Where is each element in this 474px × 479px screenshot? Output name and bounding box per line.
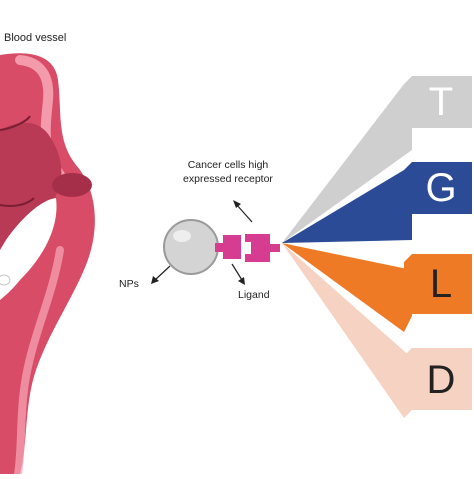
vessel-opening [52,173,92,197]
category-letter-d: D [426,358,456,402]
vessel-strand-1 [0,115,31,131]
ligand-block [223,235,241,259]
fan-ray-t [282,84,412,243]
ligand-stem [215,243,225,252]
nanoparticle [163,219,219,275]
category-fan [282,84,412,418]
arrow-ligand [231,263,243,281]
category-letter-g: G [425,166,457,210]
category-letter-t: T [428,80,454,124]
receptor [245,234,270,262]
category-boxes [404,76,472,418]
vessel-branch [0,122,62,250]
nps-label: NPs [119,278,139,290]
nanoparticle-shine [173,230,191,242]
fan-ray-d [282,243,412,418]
box-d [404,348,472,418]
cancer-receptor-label: Cancer cells high expressed receptor [183,159,273,185]
vessel-lower-highlight [14,246,64,478]
blood-vessel-illustration [0,53,95,478]
vessel-cell [0,274,11,286]
arrow-nps [154,265,171,281]
arrow-receptor-head [233,200,241,208]
arrow-nps-head [151,276,159,284]
arrow-receptor [235,203,253,223]
box-g [404,162,472,222]
vessel-strand-2 [0,197,35,208]
fan-ray-g [282,170,412,243]
box-l [404,254,472,322]
blood-vessel-label: Blood vessel [4,32,67,44]
vessel-inner-dark [0,198,57,300]
ligand-label: Ligand [238,289,270,301]
fan-ray-l [282,243,412,332]
nanoparticle-group [151,200,280,285]
box-t [404,76,472,136]
arrow-ligand-head [238,277,245,285]
category-letter-l: L [429,262,453,306]
receptor-stem [268,244,280,252]
